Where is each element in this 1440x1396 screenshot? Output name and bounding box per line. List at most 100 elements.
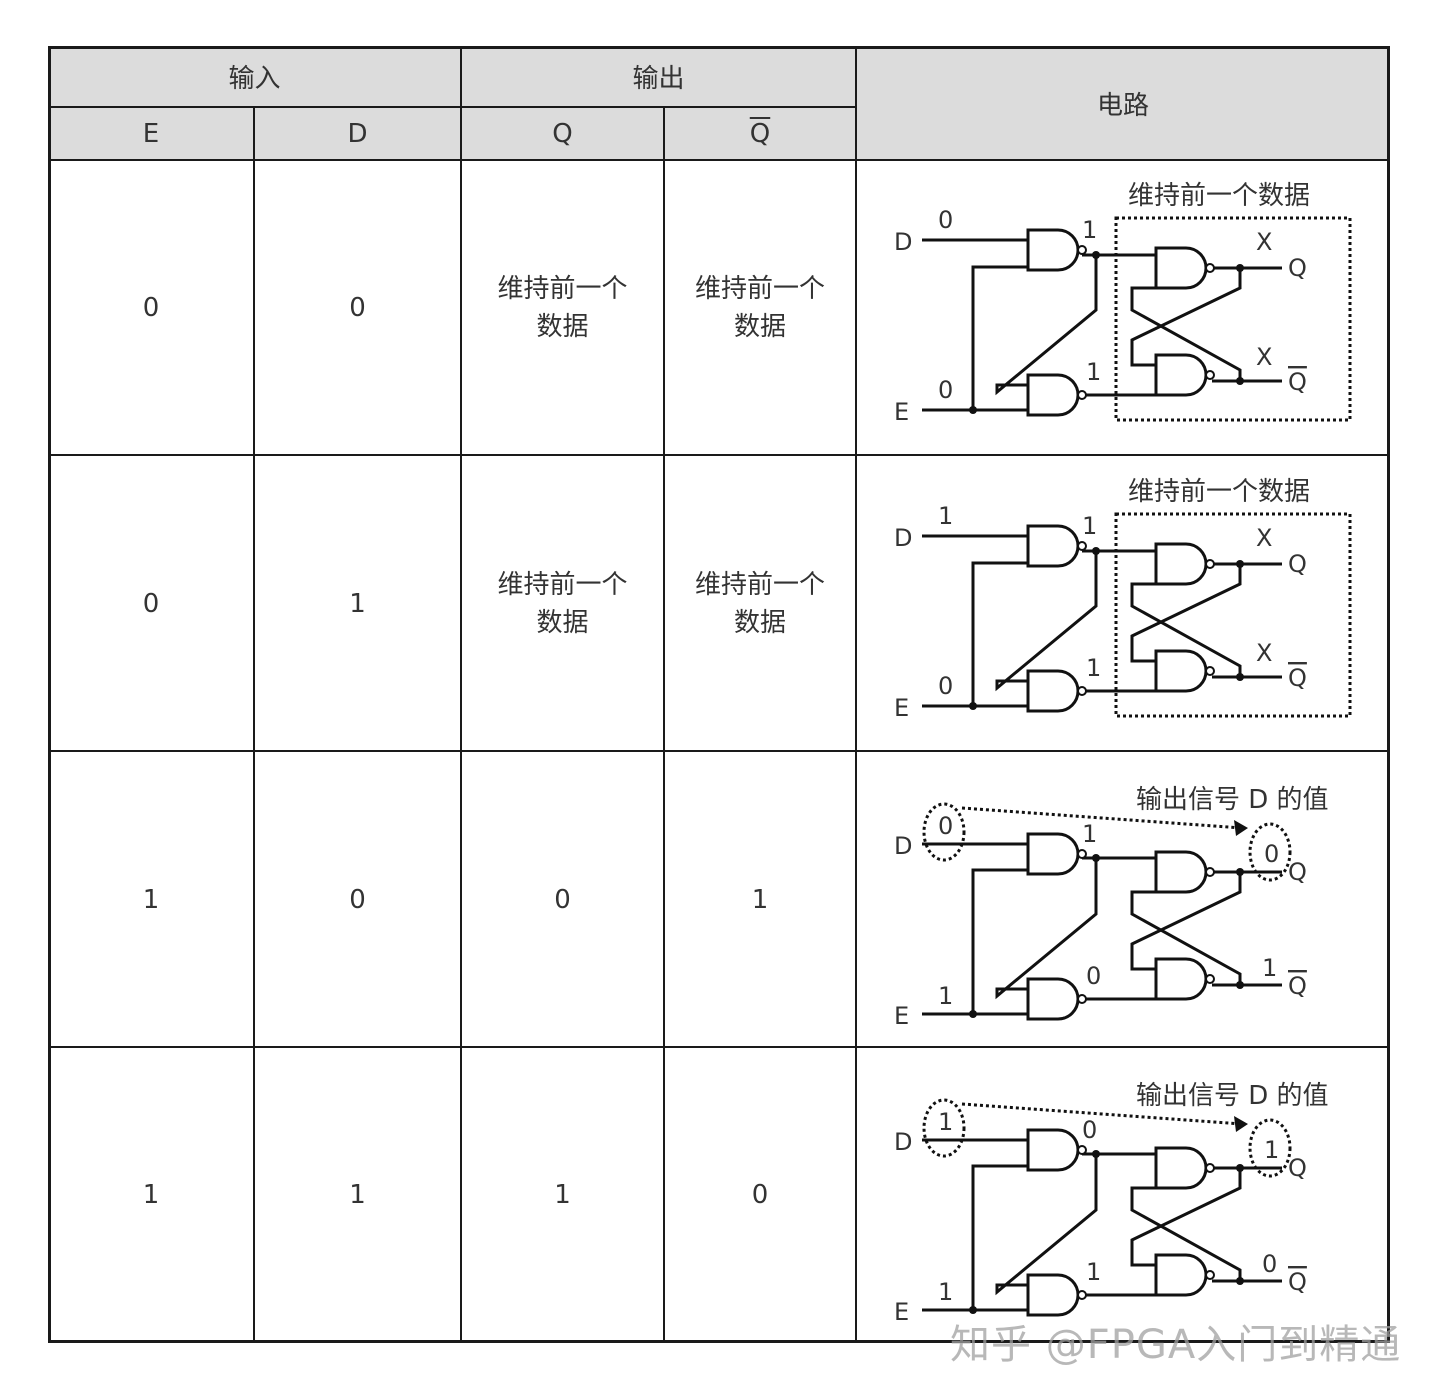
pin-q-label: Q bbox=[1288, 550, 1307, 578]
col-qbar-label: Q bbox=[749, 118, 771, 149]
pin-d-label: D bbox=[894, 228, 912, 256]
nand2-output-value: 1 bbox=[1086, 358, 1101, 386]
value-e: 0 bbox=[142, 588, 160, 619]
value-q: 1 bbox=[554, 1180, 571, 1210]
cell-e: 0 bbox=[48, 456, 254, 751]
value-q-line2: 数据 bbox=[536, 607, 589, 638]
cell-d: 0 bbox=[254, 160, 461, 455]
cell-circuit: 维持前一个数据 D E Q Q 0 0 1 1 X X bbox=[856, 160, 1390, 455]
cell-d: 0 bbox=[254, 752, 461, 1047]
cell-e: 0 bbox=[48, 160, 254, 455]
qbar-output-value: 1 bbox=[1262, 954, 1277, 982]
circuit-caption: 维持前一个数据 bbox=[1128, 181, 1310, 211]
latch-circuit-diagram: 输出信号 D 的值 D E Q Q 0 1 1 0 0 1 bbox=[894, 785, 1329, 1030]
circuit-caption: 维持前一个数据 bbox=[1128, 477, 1310, 507]
e-value: 0 bbox=[938, 376, 953, 404]
value-qbar-line2: 数据 bbox=[733, 311, 786, 342]
pin-qbar-label: Q bbox=[1288, 1268, 1307, 1296]
cell-e: 1 bbox=[48, 752, 254, 1047]
d-value: 0 bbox=[938, 206, 953, 234]
circuit-caption: 输出信号 D 的值 bbox=[1136, 785, 1329, 815]
cell-q: 维持前一个数据 bbox=[461, 456, 664, 751]
pin-q-label: Q bbox=[1288, 254, 1307, 282]
q-output-value: 0 bbox=[1264, 840, 1279, 868]
value-qbar-line2: 数据 bbox=[733, 607, 786, 638]
hold-region-box bbox=[1114, 512, 1352, 718]
col-d-label: D bbox=[347, 118, 368, 149]
value-e: 1 bbox=[142, 884, 160, 915]
e-value: 1 bbox=[938, 982, 953, 1010]
q-highlight-circle bbox=[1248, 822, 1292, 882]
q-output-value: 1 bbox=[1264, 1136, 1279, 1164]
value-q-line2: 数据 bbox=[536, 311, 589, 342]
value-d: 1 bbox=[349, 588, 366, 619]
value-q: 维持前一个 bbox=[497, 569, 628, 600]
cell-q: 1 bbox=[461, 1048, 664, 1342]
hold-region-box bbox=[1114, 216, 1352, 422]
nand2-output-value: 1 bbox=[1086, 654, 1101, 682]
arrow-head-icon bbox=[1234, 1116, 1248, 1132]
value-d: 0 bbox=[349, 884, 366, 915]
value-qbar: 0 bbox=[751, 1180, 769, 1210]
pin-q-label: Q bbox=[1288, 858, 1307, 886]
cell-d: 1 bbox=[254, 456, 461, 751]
nand2-output-value: 1 bbox=[1086, 1258, 1101, 1286]
pin-e-label: E bbox=[894, 398, 909, 426]
d-value: 1 bbox=[938, 1108, 953, 1136]
d-highlight-circle bbox=[922, 802, 966, 862]
cell-q: 维持前一个数据 bbox=[461, 160, 664, 455]
pin-d-label: D bbox=[894, 1128, 912, 1156]
value-e: 1 bbox=[142, 1180, 160, 1210]
q-output-value: X bbox=[1256, 524, 1272, 552]
cell-d: 1 bbox=[254, 1048, 461, 1342]
cell-circuit: 维持前一个数据 D E Q Q 1 0 1 1 X X bbox=[856, 456, 1390, 751]
arrow-head-icon bbox=[1234, 820, 1248, 836]
e-value: 0 bbox=[938, 672, 953, 700]
watermark: 知乎 @FPGA入门到精通 bbox=[950, 1322, 1402, 1368]
col-q-label: Q bbox=[552, 118, 573, 149]
q-output-value: X bbox=[1256, 228, 1272, 256]
pin-qbar-label: Q bbox=[1288, 664, 1307, 692]
latch-circuit-diagram: 维持前一个数据 D E Q Q 0 0 1 1 X X bbox=[894, 181, 1352, 426]
cell-qbar: 维持前一个数据 bbox=[664, 160, 856, 455]
value-d: 0 bbox=[349, 292, 366, 323]
header-outputs-label: 输出 bbox=[632, 64, 685, 94]
value-qbar: 维持前一个 bbox=[694, 569, 825, 600]
circuit-caption: 输出信号 D 的值 bbox=[1136, 1081, 1329, 1111]
qbar-output-value: X bbox=[1256, 639, 1272, 667]
header-col-e: E bbox=[48, 107, 254, 160]
d-highlight-circle bbox=[922, 1098, 966, 1158]
cell-circuit: 输出信号 D 的值 D E Q Q 1 1 0 1 1 0 bbox=[856, 1048, 1390, 1342]
pin-d-label: D bbox=[894, 832, 912, 860]
d-value: 1 bbox=[938, 502, 953, 530]
e-value: 1 bbox=[938, 1278, 953, 1306]
pin-e-label: E bbox=[894, 1002, 909, 1030]
header-inputs: 输入 bbox=[48, 46, 461, 107]
value-q: 维持前一个 bbox=[497, 273, 628, 304]
q-highlight-circle bbox=[1248, 1118, 1292, 1178]
cell-qbar: 1 bbox=[664, 752, 856, 1047]
pin-qbar-label: Q bbox=[1288, 972, 1307, 1000]
nand1-output-value: 0 bbox=[1082, 1116, 1097, 1144]
cell-qbar: 0 bbox=[664, 1048, 856, 1342]
nand2-output-value: 0 bbox=[1086, 962, 1101, 990]
header-col-q: Q bbox=[461, 107, 664, 160]
col-e-label: E bbox=[142, 118, 160, 149]
value-q: 0 bbox=[554, 884, 571, 915]
cell-q: 0 bbox=[461, 752, 664, 1047]
nand1-output-value: 1 bbox=[1082, 512, 1097, 540]
latch-circuit-diagram: 输出信号 D 的值 D E Q Q 1 1 0 1 1 0 bbox=[894, 1081, 1329, 1326]
qbar-output-value: 0 bbox=[1262, 1250, 1277, 1278]
header-circuit: 电路 bbox=[856, 46, 1390, 160]
header-col-qbar: Q bbox=[664, 107, 856, 160]
header-circuit-label: 电路 bbox=[1096, 90, 1149, 121]
value-qbar: 1 bbox=[751, 884, 769, 915]
header-col-d: D bbox=[254, 107, 461, 160]
cell-circuit: 输出信号 D 的值 D E Q Q 0 1 1 0 0 1 bbox=[856, 752, 1390, 1047]
d-value: 0 bbox=[938, 812, 953, 840]
header-outputs: 输出 bbox=[461, 46, 856, 107]
nand1-output-value: 1 bbox=[1082, 820, 1097, 848]
pin-q-label: Q bbox=[1288, 1154, 1307, 1182]
pin-e-label: E bbox=[894, 1298, 909, 1326]
